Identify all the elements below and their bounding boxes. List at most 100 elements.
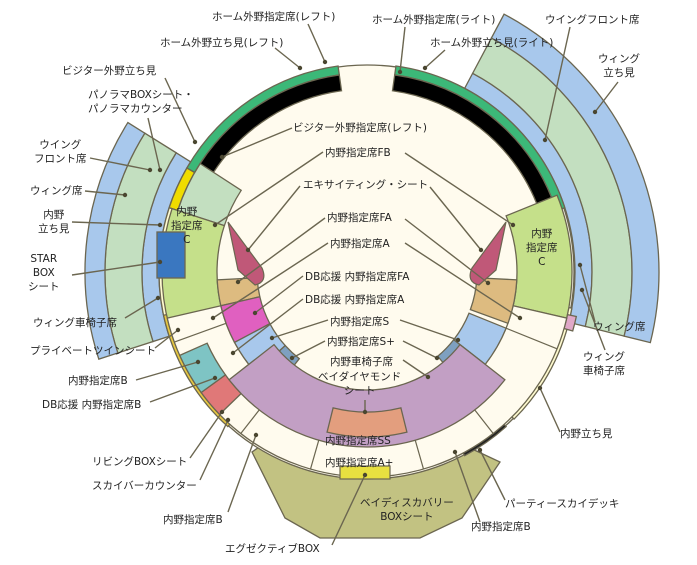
label-wing-right: ウィング席 [593,321,646,333]
home-left-reserved-section [199,74,343,174]
leader-dot-infield-wheelchair [425,374,431,380]
label-home-left-reserved: ホーム外野指定席(レフト) [212,11,336,23]
label-visitor-standing: ビジター外野立ち見 [62,65,157,77]
leader-dot-panorama [157,167,163,173]
leader-dot-infield-fb [212,222,218,228]
leader-line-db-infield-a [232,298,304,354]
label-infield-s-plus: 内野指定席S+ [327,336,395,348]
leader-dot-infield-b-left [195,359,201,365]
leader-dot-infield-s-plus [289,355,295,361]
leader-dot-infield-fa [485,280,491,286]
leader-line-executive-box [331,474,366,546]
leader-line-star-box [71,261,161,276]
leader-line-infield-s [271,319,329,339]
leader-line-visitor-reserved [221,127,293,158]
leader-line-infield-wheelchair [402,359,429,378]
leader-line-infield-s-plus [291,340,326,359]
visitor-reserved-section [176,162,243,227]
label-visitor-reserved: ビジター外野指定席(レフト) [293,122,427,134]
leader-line-home-right-standing [424,49,446,69]
leader-dot-infield-b-bottom-right [452,449,458,455]
leader-line-private-twin [154,329,179,349]
label-infield-a-plus: 内野指定席A+ [325,457,394,469]
leader-dot-exciting-seat [245,247,251,253]
leader-line-visitor-standing [164,77,196,143]
leader-dot-wing-right [577,262,583,268]
label-db-infield-a: DB応援 内野指定席A [305,294,405,306]
label-living-box: リビングBOXシート [92,456,188,468]
leader-dot-db-infield-fa [252,310,258,316]
leader-line-wing-wheelchair-left [124,297,159,319]
leader-line-db-infield-fa [254,275,304,314]
leader-line-infield-fb [404,152,514,226]
leader-line-infield-standing-right [539,387,561,433]
leader-line-panorama [147,117,161,171]
label-wing-left: ウィング席 [30,185,83,197]
leader-line-exciting-seat [247,185,301,251]
label-db-infield-b: DB応援 内野指定席B [42,399,142,411]
label-infield-standing-right: 内野立ち見 [560,428,613,440]
leader-line-infield-a [404,242,521,319]
leader-dot-infield-standing-right [537,385,543,391]
leader-dot-wing-standing-right [592,109,598,115]
infield-s-left-section [233,322,287,374]
leader-dot-infield-a [210,315,216,321]
leader-dot-visitor-standing [192,139,198,145]
section-divider [174,322,227,343]
label-infield-fa: 内野指定席FA [327,212,392,224]
leader-line-infield-standing-left [71,221,161,226]
db-infield-fa-section [220,295,271,344]
label-infield-b-bottom-right: 内野指定席B [471,521,531,533]
label-sky-bar: スカイバーカウンター [92,480,197,492]
leader-line-infield-fb [214,151,324,226]
leader-dot-wing-front-left [147,167,153,173]
label-private-twin: プライベートツインシート [30,345,156,357]
leader-line-home-left-reserved [307,23,326,63]
label-infield-fb: 内野指定席FB [325,147,391,159]
leader-line-wing-left [84,190,126,196]
leader-line-living-box [189,411,223,459]
leader-line-infield-a [212,242,329,319]
leader-line-infield-b-bottom-right [454,451,481,523]
leader-line-infield-b-left [135,361,199,381]
leader-dot-wing-left [122,192,128,198]
label-infield-b-bottom-left: 内野指定席B [163,514,223,526]
leader-line-home-right-reserved [399,26,406,73]
leader-dot-wing-wheelchair-left [155,295,161,301]
label-wing-wheelchair-left: ウィング車椅子席 [33,317,117,329]
leader-line-db-infield-b [149,377,216,403]
leader-dot-db-infield-a [230,350,236,356]
leader-dot-star-box [157,259,163,265]
leader-line-wing-front-right [544,26,571,141]
leader-dot-infield-fb [510,222,516,228]
leader-dot-infield-a [517,315,523,321]
leader-line-infield-s-plus [402,340,438,359]
label-db-infield-fa: DB応援 内野指定席FA [305,271,410,283]
leader-dot-living-box [219,409,225,415]
leader-dot-exciting-seat [478,247,484,253]
leader-line-wing-front-left [89,157,151,171]
leader-dot-wing-wheelchair-right [579,287,585,293]
leader-line-infield-s [399,319,459,341]
leader-dot-visitor-reserved [219,154,225,160]
leader-dot-home-right-reserved [397,69,403,75]
infield-ss-section [228,343,506,448]
leader-dot-home-left-reserved [322,59,328,65]
leader-dot-infield-fa [235,279,241,285]
label-infield-wheelchair: 内野車椅子席 [330,356,393,368]
label-infield-s: 内野指定席S [330,316,390,328]
label-wing-wheelchair-right: ウィング車椅子席 [583,351,625,377]
wing-left-section [84,121,146,360]
leader-dot-home-left-standing [297,65,303,71]
label-panorama: パノラマBOXシート・パノラマカウンター [88,89,194,115]
leader-line-exciting-seat [429,186,482,251]
leader-line-infield-fa [237,217,326,283]
label-home-left-standing: ホーム外野立ち見(レフト) [160,37,284,49]
label-infield-ss: 内野指定席SS [325,435,391,447]
exciting-seat-right [469,221,507,286]
